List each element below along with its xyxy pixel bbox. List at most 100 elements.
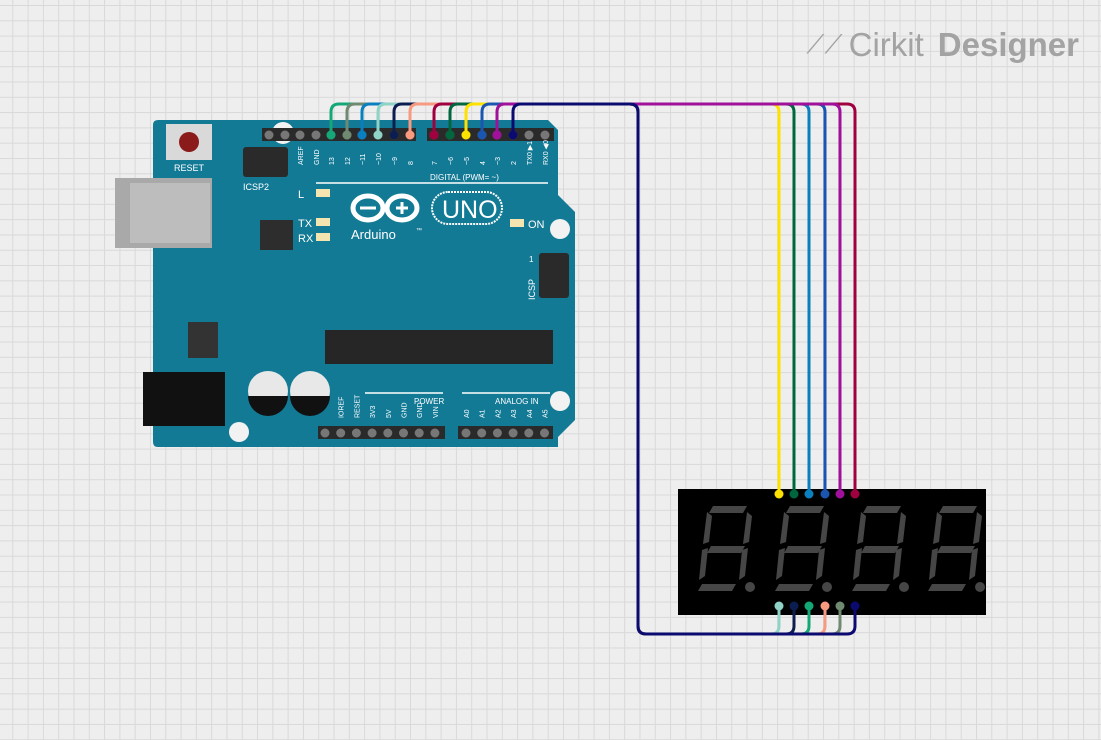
wire-endpoint[interactable] — [774, 601, 784, 611]
wire-endpoint[interactable] — [357, 130, 367, 140]
segment — [969, 548, 978, 580]
wire-endpoint[interactable] — [508, 130, 518, 140]
pin-label: RX0 ◀0 — [543, 140, 550, 165]
wire-endpoint[interactable] — [850, 489, 860, 499]
wire-endpoint[interactable] — [373, 130, 383, 140]
header-pin[interactable] — [414, 428, 424, 438]
pin-label: 3V3 — [370, 405, 377, 418]
header-pin[interactable] — [461, 428, 471, 438]
segment — [707, 546, 745, 553]
header-pin[interactable] — [264, 130, 274, 140]
segment — [928, 584, 966, 591]
pin-label: ~3 — [495, 157, 502, 165]
icsp2-label: ICSP2 — [243, 182, 269, 192]
pin-label: 7 — [432, 161, 439, 165]
pin-label: ~9 — [392, 157, 399, 165]
wire-endpoint[interactable] — [429, 130, 439, 140]
wire-endpoint[interactable] — [835, 601, 845, 611]
icsp-label: ICSP — [527, 279, 537, 300]
segment — [893, 548, 902, 580]
header-pin[interactable] — [351, 428, 361, 438]
header-pin[interactable] — [430, 428, 440, 438]
usb-chip — [260, 220, 293, 250]
pin-label: GND — [402, 402, 409, 418]
wire-endpoint[interactable] — [477, 130, 487, 140]
segment — [853, 548, 862, 580]
pin-label: A4 — [527, 409, 534, 418]
segment — [709, 506, 747, 513]
segment — [933, 512, 942, 544]
header-pin[interactable] — [524, 130, 534, 140]
header-pin[interactable] — [524, 428, 534, 438]
segment — [739, 548, 748, 580]
wire-endpoint[interactable] — [405, 130, 415, 140]
reset-label: RESET — [174, 163, 205, 173]
led-tx-label: TX — [298, 218, 313, 230]
header-pin[interactable] — [508, 428, 518, 438]
header-pin[interactable] — [367, 428, 377, 438]
segment — [857, 512, 866, 544]
header-pin[interactable] — [540, 428, 549, 438]
digit — [852, 506, 909, 592]
seven-segment-display-4digit[interactable] — [678, 489, 986, 615]
header-pin[interactable] — [336, 428, 346, 438]
wire-endpoint[interactable] — [820, 489, 830, 499]
pin-label: A5 — [543, 409, 550, 418]
wire-endpoint[interactable] — [804, 489, 814, 499]
wire-endpoint[interactable] — [820, 601, 830, 611]
header-pin[interactable] — [399, 428, 408, 438]
header-pin[interactable] — [477, 428, 487, 438]
pin-label: 12 — [345, 157, 352, 165]
pin-label: ~6 — [448, 157, 455, 165]
arduino-logo-icon — [350, 193, 420, 223]
wire-endpoint[interactable] — [445, 130, 455, 140]
segment — [786, 506, 824, 513]
wire-endpoint[interactable] — [342, 130, 352, 140]
pin-label: AREF — [298, 146, 305, 165]
arduino-brand: Arduino — [351, 227, 396, 242]
pin-label: GND — [417, 402, 424, 418]
icsp-header — [539, 253, 569, 298]
segment — [699, 548, 708, 580]
wire-endpoint[interactable] — [789, 601, 799, 611]
pin-label: VIN — [433, 406, 440, 418]
pin-label: RESET — [354, 394, 361, 418]
pin-label: A3 — [511, 409, 518, 418]
header-pin[interactable] — [311, 130, 321, 140]
wire-endpoint[interactable] — [326, 130, 336, 140]
analog-label: ANALOG IN — [495, 397, 539, 406]
wire-endpoint[interactable] — [804, 601, 814, 611]
icsp2-header — [243, 147, 288, 177]
logo-icon: ⟋⟋ — [806, 29, 843, 59]
wire-endpoint[interactable] — [492, 130, 502, 140]
pin-label: A1 — [480, 409, 487, 418]
pin-label: 5V — [386, 409, 393, 418]
header-pin[interactable] — [280, 130, 290, 140]
segment — [973, 512, 982, 544]
wire-endpoint[interactable] — [789, 489, 799, 499]
header-pin[interactable] — [295, 130, 305, 140]
wire-endpoint[interactable] — [461, 130, 471, 140]
logo-brand: Cirkit — [848, 26, 924, 63]
pin-label: 13 — [329, 157, 336, 165]
power-header — [318, 426, 445, 439]
pin-label: TX0 ▶1 — [527, 141, 534, 165]
wire-endpoint[interactable] — [850, 601, 860, 611]
header-pin[interactable] — [540, 130, 550, 140]
wire-endpoint[interactable] — [774, 489, 784, 499]
segment — [743, 512, 752, 544]
wire-endpoint[interactable] — [389, 130, 399, 140]
atmega-chip — [325, 330, 553, 364]
wire-pin-3[interactable] — [495, 102, 842, 494]
icsp-pin1-label: 1 — [529, 255, 534, 264]
segment — [775, 584, 813, 591]
digital-header-low — [427, 128, 554, 141]
wire-endpoint[interactable] — [835, 489, 845, 499]
header-pin[interactable] — [383, 428, 393, 438]
header-pin[interactable] — [320, 428, 330, 438]
header-pin[interactable] — [492, 428, 502, 438]
arduino-uno[interactable]: RESET ICSP2 ICSP 1 L TX RX ON Arduino ™ … — [115, 120, 575, 447]
wire-pin-2[interactable] — [511, 102, 857, 636]
